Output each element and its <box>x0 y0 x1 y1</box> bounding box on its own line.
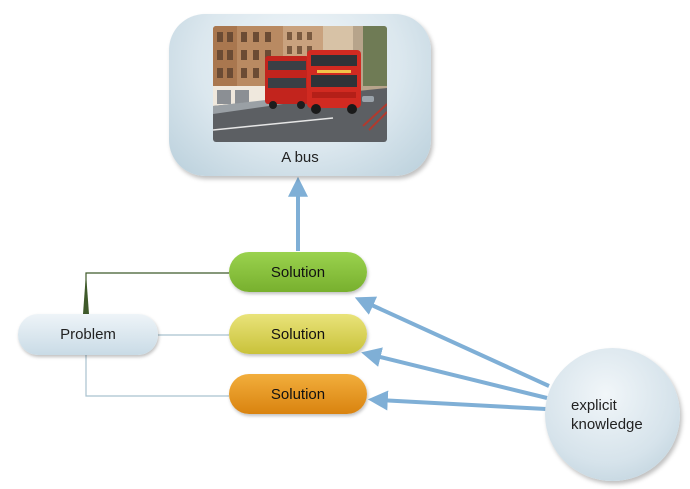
explicit-knowledge-node: explicit knowledge <box>545 348 680 481</box>
solution-label: Solution <box>270 385 326 403</box>
connector-problem-solution-3 <box>85 355 229 397</box>
solution-node-yellow: Solution <box>229 314 367 354</box>
problem-label: Problem <box>60 326 116 343</box>
solution-node-green: Solution <box>229 252 367 292</box>
solution-label: Solution <box>270 263 326 281</box>
arrow-knowledge-to-solution-1 <box>354 296 550 388</box>
problem-node: Problem <box>18 314 158 355</box>
connector-problem-solution-1 <box>85 272 229 314</box>
london-bus-image <box>213 26 387 142</box>
knowledge-label-line1: explicit <box>571 396 617 414</box>
arrow-knowledge-to-solution-2 <box>361 347 548 400</box>
arrow-knowledge-to-solution-3 <box>367 390 547 411</box>
bus-photo <box>213 26 387 142</box>
knowledge-label-line2: knowledge <box>571 415 643 433</box>
connector-problem-solution-1-wedge <box>83 273 89 314</box>
solution-node-orange: Solution <box>229 374 367 414</box>
bus-node: A bus <box>169 14 431 176</box>
bus-label: A bus <box>281 149 319 166</box>
solution-label: Solution <box>270 325 326 343</box>
